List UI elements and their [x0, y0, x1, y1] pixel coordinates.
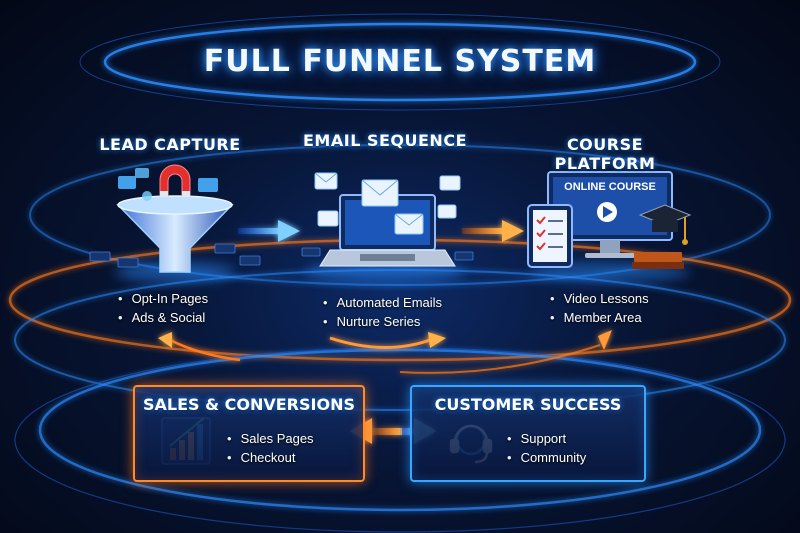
arrow-icon [158, 330, 612, 374]
envelope-icon [198, 178, 218, 192]
stage-title-course-platform: COURSE PLATFORM [554, 135, 656, 173]
arrow-icon [462, 220, 524, 242]
list-item: Member Area [550, 308, 649, 327]
list-item: Support [507, 429, 586, 448]
sales-conversions-panel: SALES & CONVERSIONS Sales Pages Checkout [133, 385, 365, 482]
list-item: Automated Emails [323, 293, 443, 312]
magnet-icon [159, 164, 191, 197]
list-item: Sales Pages [227, 429, 314, 448]
lead-capture-illustration [89, 164, 261, 282]
list-item: Checkout [227, 448, 314, 467]
success-bullets: Support Community [507, 429, 587, 467]
envelope-icon [439, 175, 461, 191]
list-item: Opt-In Pages [118, 289, 209, 308]
arrow-icon [238, 220, 300, 242]
panel-title: CUSTOMER SUCCESS [434, 395, 622, 414]
envelope-icon [118, 176, 136, 189]
lead-capture-bullets: Opt-In Pages Ads & Social [118, 289, 209, 327]
online-course-screen-label: ONLINE COURSE [564, 181, 656, 193]
list-item: Video Lessons [550, 289, 649, 308]
stage-title-email-sequence: EMAIL SEQUENCE [303, 131, 467, 150]
list-item: Nurture Series [323, 312, 442, 331]
list-item: Community [507, 448, 587, 467]
page-title: FULL FUNNEL SYSTEM [203, 44, 597, 79]
course-platform-illustration [527, 171, 692, 282]
stage-title-lead-capture: LEAD CAPTURE [99, 135, 241, 154]
list-item: Ads & Social [118, 308, 208, 327]
laptop-icon [319, 194, 456, 267]
envelope-icon [361, 179, 399, 207]
checklist-icon [527, 204, 573, 268]
customer-success-panel: CUSTOMER SUCCESS Support Community [410, 385, 646, 482]
course-platform-bullets: Video Lessons Member Area [550, 289, 649, 327]
email-sequence-illustration [301, 172, 474, 282]
graduation-cap-icon [638, 204, 692, 245]
envelope-icon [317, 210, 339, 227]
email-sequence-bullets: Automated Emails Nurture Series [323, 293, 443, 331]
panel-title: SALES & CONVERSIONS [142, 395, 355, 414]
envelope-icon [437, 204, 457, 219]
sales-bullets: Sales Pages Checkout [227, 429, 314, 467]
book-icon [632, 252, 684, 269]
